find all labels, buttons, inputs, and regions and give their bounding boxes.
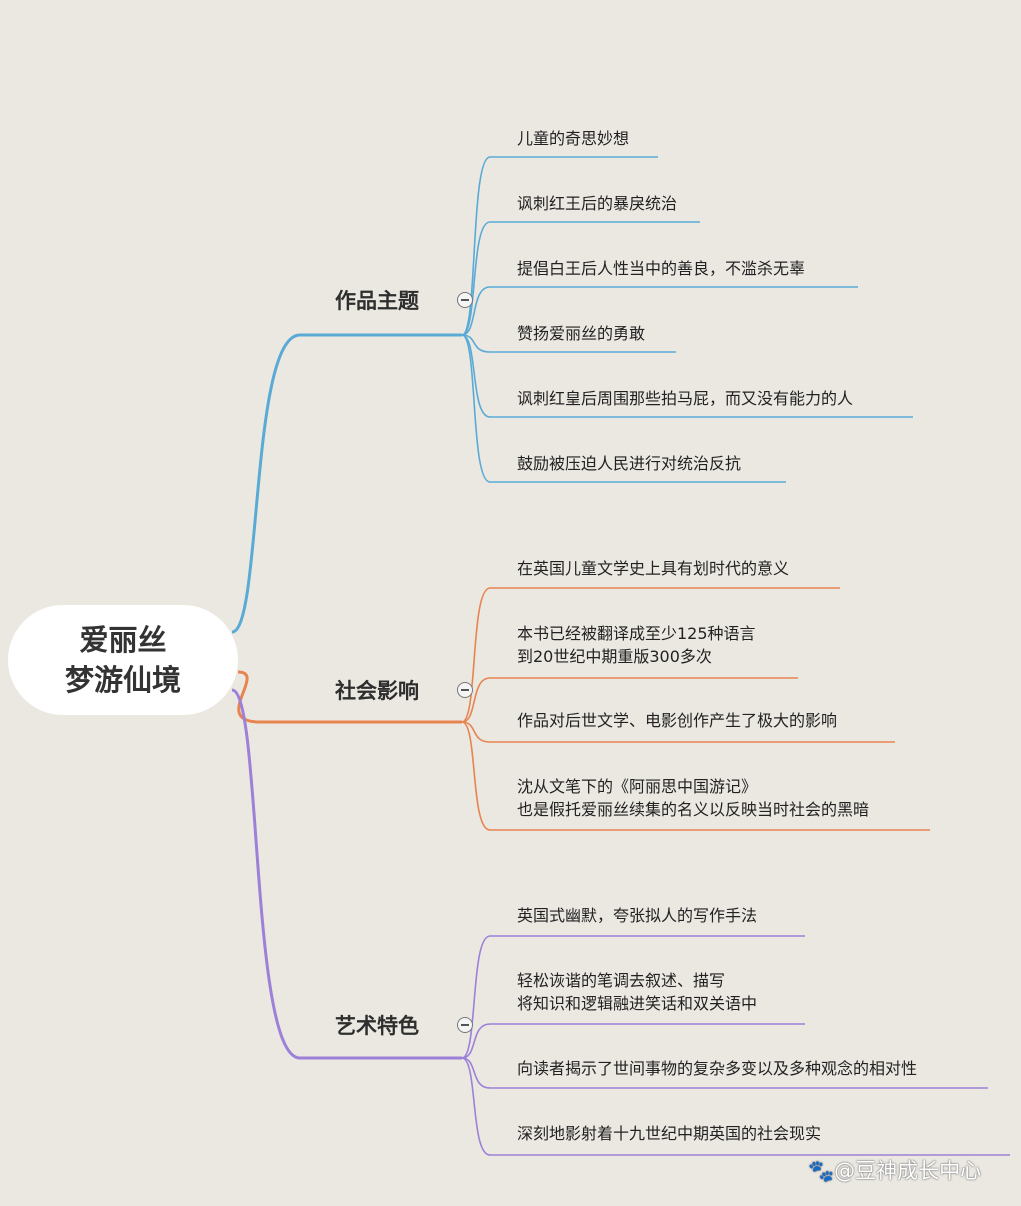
collapse-toggle-icon[interactable] bbox=[457, 682, 473, 698]
leaf-node[interactable]: 讽刺红皇后周围那些拍马屁，而又没有能力的人 bbox=[517, 387, 853, 410]
leaf-node[interactable]: 赞扬爱丽丝的勇敢 bbox=[517, 322, 645, 345]
leaf-node[interactable]: 轻松诙谐的笔调去叙述、描写将知识和逻辑融进笑话和双关语中 bbox=[517, 969, 757, 1015]
leaf-node[interactable]: 沈从文笔下的《阿丽思中国游记》也是假托爱丽丝续集的名义以反映当时社会的黑暗 bbox=[517, 775, 869, 821]
leaf-text-line: 作品对后世文学、电影创作产生了极大的影响 bbox=[517, 711, 838, 730]
leaf-text-line: 沈从文笔下的《阿丽思中国游记》 bbox=[517, 777, 758, 796]
leaf-text-line: 鼓励被压迫人民进行对统治反抗 bbox=[517, 454, 742, 473]
leaf-connector bbox=[461, 677, 798, 723]
collapse-toggle-icon[interactable] bbox=[457, 292, 473, 308]
root-title-line1: 爱丽丝 bbox=[79, 623, 167, 657]
leaf-text-line: 在英国儿童文学史上具有划时代的意义 bbox=[517, 559, 790, 578]
baidu-paw-icon: 🐾 bbox=[808, 1159, 835, 1183]
leaf-connector bbox=[461, 1057, 1010, 1156]
leaf-node[interactable]: 深刻地影射着十九世纪中期英国的社会现实 bbox=[517, 1122, 821, 1145]
leaf-text-line: 将知识和逻辑融进笑话和双关语中 bbox=[517, 994, 758, 1013]
leaf-text-line: 到20世纪中期重版300多次 bbox=[517, 647, 712, 666]
leaf-connector bbox=[461, 721, 895, 743]
leaf-connector bbox=[461, 334, 786, 483]
leaf-text-line: 本书已经被翻译成至少125种语言 bbox=[517, 624, 756, 643]
leaf-connector bbox=[461, 1023, 805, 1059]
leaf-node[interactable]: 提倡白王后人性当中的善良，不滥杀无辜 bbox=[517, 257, 805, 280]
leaf-connector bbox=[461, 721, 930, 831]
leaf-text-line: 讽刺红皇后周围那些拍马屁，而又没有能力的人 bbox=[517, 389, 854, 408]
leaf-node[interactable]: 在英国儿童文学史上具有划时代的意义 bbox=[517, 557, 789, 580]
leaf-text-line: 轻松诙谐的笔调去叙述、描写 bbox=[517, 971, 726, 990]
leaf-text-line: 儿童的奇思妙想 bbox=[517, 129, 630, 148]
branch-node[interactable]: 社会影响 bbox=[335, 679, 419, 703]
branch-connector bbox=[231, 333, 462, 634]
leaf-node[interactable]: 讽刺红王后的暴戾统治 bbox=[517, 192, 677, 215]
leaf-node[interactable]: 儿童的奇思妙想 bbox=[517, 127, 629, 150]
leaf-text-line: 深刻地影射着十九世纪中期英国的社会现实 bbox=[517, 1124, 822, 1143]
leaf-node[interactable]: 作品对后世文学、电影创作产生了极大的影响 bbox=[517, 709, 837, 732]
leaf-node[interactable]: 本书已经被翻译成至少125种语言到20世纪中期重版300多次 bbox=[517, 622, 756, 668]
leaf-connector bbox=[461, 935, 805, 1059]
leaf-connector bbox=[461, 221, 700, 336]
branch-node[interactable]: 艺术特色 bbox=[335, 1014, 419, 1038]
leaf-connector bbox=[461, 156, 658, 336]
branch-node[interactable]: 作品主题 bbox=[335, 289, 419, 313]
leaf-text-line: 赞扬爱丽丝的勇敢 bbox=[517, 324, 646, 343]
watermark: 🐾@豆神成长中心 bbox=[808, 1159, 982, 1183]
leaf-node[interactable]: 英国式幽默，夸张拟人的写作手法 bbox=[517, 904, 757, 927]
leaf-connector bbox=[461, 334, 676, 353]
leaf-text-line: 也是假托爱丽丝续集的名义以反映当时社会的黑暗 bbox=[517, 800, 870, 819]
leaf-connector bbox=[461, 587, 840, 723]
leaf-connector bbox=[461, 286, 858, 336]
leaf-text-line: 英国式幽默，夸张拟人的写作手法 bbox=[517, 906, 758, 925]
branch-connector bbox=[231, 688, 462, 1060]
leaf-text-line: 讽刺红王后的暴戾统治 bbox=[517, 194, 678, 213]
leaf-text-line: 向读者揭示了世间事物的复杂多变以及多种观念的相对性 bbox=[517, 1059, 918, 1078]
leaf-text-line: 提倡白王后人性当中的善良，不滥杀无辜 bbox=[517, 259, 806, 278]
leaf-node[interactable]: 鼓励被压迫人民进行对统治反抗 bbox=[517, 452, 741, 475]
leaf-node[interactable]: 向读者揭示了世间事物的复杂多变以及多种观念的相对性 bbox=[517, 1057, 917, 1080]
collapse-toggle-icon[interactable] bbox=[457, 1017, 473, 1033]
root-title-line2: 梦游仙境 bbox=[64, 663, 181, 697]
root-node[interactable]: 爱丽丝 梦游仙境 bbox=[8, 605, 238, 715]
leaf-connector bbox=[461, 334, 913, 418]
leaf-connector bbox=[461, 1057, 988, 1089]
